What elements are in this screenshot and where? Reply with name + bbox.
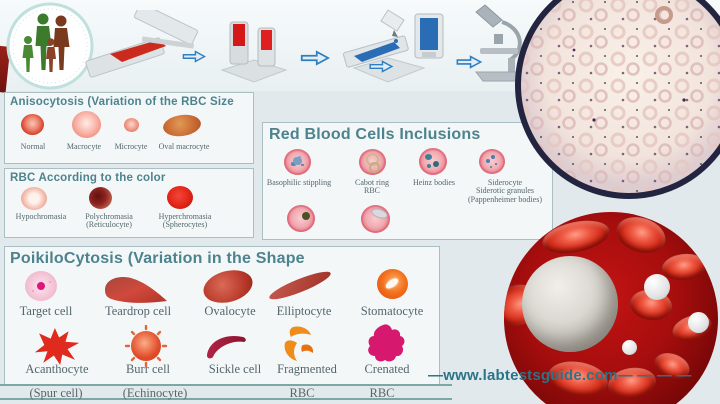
cell-label: Normal [20, 142, 46, 151]
oval-macrocyte-cell [161, 112, 203, 139]
smear-preparation-illustration [82, 10, 208, 86]
shape-label: Elliptocyte [276, 304, 332, 318]
elliptocyte-shape [266, 267, 334, 304]
macrocyte-cell [72, 111, 101, 138]
cell-label: Microcyte [114, 142, 148, 151]
flow-arrow-icon [368, 60, 394, 73]
acanthocyte-shape [34, 328, 80, 365]
cell-label: Macrocyte [66, 142, 102, 151]
shape-sublabel: RBC [369, 386, 395, 400]
inclusion-label: Basophilic stippling [266, 178, 332, 187]
howell-jolly-body-cell [287, 205, 315, 232]
shape-label: Crenated [364, 362, 410, 376]
inclusions-title: Red Blood Cells Inclusions [269, 126, 481, 143]
blood-tubes-illustration [214, 12, 294, 84]
shape-label: Target cell [19, 304, 73, 318]
crystal-inclusion-cell [361, 205, 390, 233]
inclusion-label: Siderocyte Siderotic granules (Pappenhei… [468, 178, 542, 204]
normal-rbc-cell [21, 114, 44, 135]
hyperchromasia-cell [167, 186, 193, 209]
shape-label: Stomatocyte [360, 304, 424, 318]
blood-smear-micrograph [514, 0, 720, 200]
basophilic-stippling-cell [284, 149, 311, 175]
heinz-bodies-cell [419, 148, 447, 175]
shape-label: Sickle cell [208, 362, 262, 376]
divider-line [0, 384, 452, 386]
ovalocyte-shape [199, 265, 257, 308]
shape-label: Teardrop cell [104, 304, 172, 318]
shape-sublabel: RBC [289, 386, 315, 400]
shape-label: Acanthocyte [25, 362, 89, 376]
siderocyte-cell [479, 149, 505, 174]
microcyte-cell [124, 118, 139, 132]
cell-label: Hyperchromasia (Spherocytes) [158, 212, 212, 230]
shape-label: Ovalocyte [204, 304, 256, 318]
divider-line [0, 398, 452, 400]
labtestsguide-logo [6, 2, 94, 90]
stain-jar-illustration [408, 10, 450, 62]
teardrop-cell-shape [105, 277, 167, 303]
poikilocytosis-box: PoikiloCytosis (Variation in the Shape T… [4, 246, 440, 385]
blood-cells-3d-image [504, 212, 718, 404]
shape-label: Fragmented [277, 362, 337, 376]
rbc-color-title: RBC According to the color [10, 172, 166, 184]
flow-arrow-icon [300, 50, 330, 66]
watermark-url: —www.labtestsguide.com— — — — [428, 367, 692, 384]
cell-label: Polychromasia (Reticulocyte) [85, 212, 133, 230]
shape-label: Burr cell [125, 362, 171, 376]
shape-sublabel: (Echinocyte) [122, 386, 188, 400]
polychromasia-cell [89, 187, 112, 209]
shape-sublabel: (Spur cell) [29, 386, 83, 400]
poikilocytosis-title: PoikiloCytosis (Variation in the Shape [10, 250, 305, 267]
cabot-ring-cell [359, 149, 386, 175]
white-sphere-cell [522, 256, 618, 352]
flow-arrow-icon [182, 50, 206, 63]
family-silhouette-icon [6, 2, 94, 90]
anisocytosis-title: Anisocytosis (Variation of the RBC Size [10, 96, 234, 108]
cell-label: Hypochromasia [15, 212, 67, 221]
stomatocyte-shape [377, 269, 408, 299]
fragmented-rbc-shape [284, 326, 314, 361]
microscope-icon [464, 2, 536, 84]
sickle-cell-shape [206, 335, 246, 359]
inclusion-label: Cabot ring RBC [355, 178, 389, 196]
rbc-color-box: RBC According to the color Hypochromasia… [4, 168, 254, 238]
burr-cell-shape [124, 325, 168, 367]
crenated-rbc-shape [368, 324, 405, 362]
target-cell-shape [25, 271, 57, 301]
hypochromasia-cell [21, 187, 47, 210]
inclusion-label: Heinz bodies [413, 178, 455, 187]
inclusions-box: Red Blood Cells Inclusions Basophilic st… [262, 122, 553, 240]
anisocytosis-box: Anisocytosis (Variation of the RBC Size … [4, 92, 254, 164]
cell-label: Oval macrocyte [158, 142, 210, 151]
flow-arrow-icon [455, 55, 483, 69]
